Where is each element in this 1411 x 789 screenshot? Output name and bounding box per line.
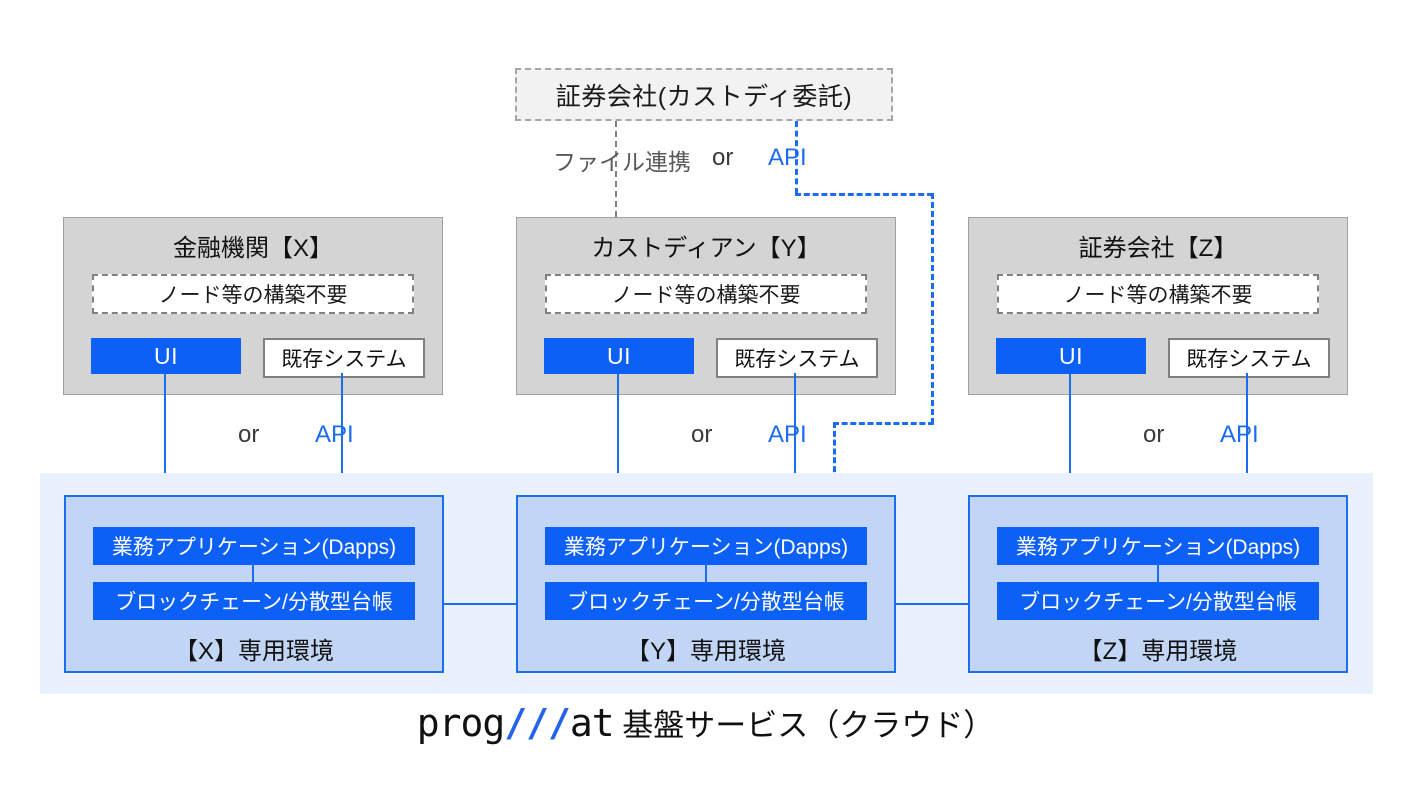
api-connector-segment-3 — [931, 193, 934, 424]
api-connector-z — [1246, 373, 1248, 548]
api-label-y: API — [768, 421, 807, 448]
legacy-system-box-x[interactable]: 既存システム — [263, 338, 425, 378]
node-note-x: ノード等の構築不要 — [92, 274, 414, 314]
org-title-z: 証券会社【Z】 — [1078, 235, 1238, 262]
or-label-y: or — [691, 421, 713, 448]
env-label-y: 【Y】専用環境 — [625, 638, 786, 665]
logo-prefix: prog — [416, 701, 506, 745]
node-note-y: ノード等の構築不要 — [545, 274, 867, 314]
api-label-x: API — [315, 421, 354, 448]
ui-connector-z — [1069, 373, 1071, 548]
dapps-ledger-connector-z — [1157, 563, 1159, 585]
legacy-system-box-y[interactable]: 既存システム — [716, 338, 878, 378]
file-link-label: ファイル連携 — [553, 149, 691, 175]
logo-suffix: at — [569, 701, 615, 745]
api-label-z: API — [1220, 421, 1259, 448]
footer-logo: prog///at 基盤サービス（クラウド） — [0, 700, 1411, 745]
ui-box-z[interactable]: UI — [996, 338, 1146, 374]
ledger-link-y-z — [868, 603, 995, 605]
file-link-connector — [615, 121, 617, 217]
logo-slash-mark: /// — [504, 701, 571, 745]
legacy-system-box-z[interactable]: 既存システム — [1168, 338, 1330, 378]
top-entity-box: 証券会社(カストディ委託) — [515, 68, 893, 121]
environment-box-y: 業務アプリケーション(Dapps) ブロックチェーン/分散型台帳 【Y】専用環境 — [516, 495, 896, 673]
ui-box-x[interactable]: UI — [91, 338, 241, 374]
environment-box-x: 業務アプリケーション(Dapps) ブロックチェーン/分散型台帳 【X】専用環境 — [64, 495, 444, 673]
org-title-x: 金融機関【X】 — [172, 235, 333, 262]
top-or-label: or — [712, 144, 734, 171]
api-connector-segment-1 — [795, 121, 798, 194]
top-api-label: API — [768, 144, 807, 171]
dapps-box-x: 業務アプリケーション(Dapps) — [93, 527, 415, 565]
org-panel-z: 証券会社【Z】 ノード等の構築不要 UI 既存システム — [968, 217, 1348, 395]
top-entity-label: 証券会社(カストディ委託) — [555, 82, 853, 111]
dapps-ledger-connector-y — [705, 563, 707, 585]
or-label-z: or — [1143, 421, 1165, 448]
node-note-z: ノード等の構築不要 — [997, 274, 1319, 314]
env-label-z: 【Z】専用環境 — [1078, 638, 1238, 665]
env-label-x: 【X】専用環境 — [173, 638, 334, 665]
dapps-ledger-connector-x — [252, 563, 254, 585]
org-panel-y: カストディアン【Y】 ノード等の構築不要 UI 既存システム — [516, 217, 896, 395]
org-title-y: カストディアン【Y】 — [591, 235, 821, 262]
api-connector-y — [794, 373, 796, 548]
dapps-box-y: 業務アプリケーション(Dapps) — [545, 527, 867, 565]
footer-caption: 基盤サービス（クラウド） — [613, 708, 995, 743]
ui-connector-x — [164, 373, 166, 548]
api-connector-segment-4 — [833, 422, 934, 425]
ledger-link-x-y — [416, 603, 543, 605]
ledger-box-x: ブロックチェーン/分散型台帳 — [93, 582, 415, 620]
ledger-box-y: ブロックチェーン/分散型台帳 — [545, 582, 867, 620]
or-label-x: or — [238, 421, 260, 448]
dapps-box-z: 業務アプリケーション(Dapps) — [997, 527, 1319, 565]
ledger-box-z: ブロックチェーン/分散型台帳 — [997, 582, 1319, 620]
ui-box-y[interactable]: UI — [544, 338, 694, 374]
org-panel-x: 金融機関【X】 ノード等の構築不要 UI 既存システム — [63, 217, 443, 395]
api-connector-segment-2 — [795, 193, 933, 196]
api-connector-x — [341, 373, 343, 548]
ui-connector-y — [617, 373, 619, 548]
